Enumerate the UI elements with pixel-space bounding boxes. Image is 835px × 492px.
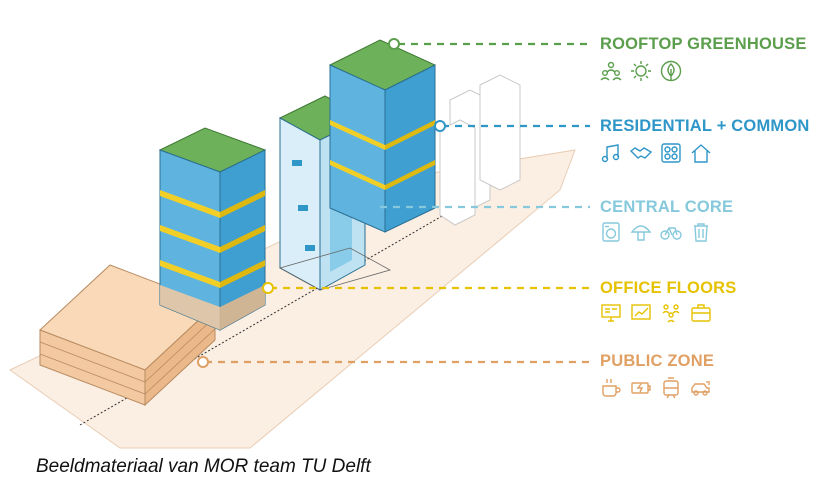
right-tower xyxy=(328,39,437,233)
battery-icon xyxy=(631,382,651,394)
stove-icon xyxy=(661,143,681,163)
ghost-buildings xyxy=(439,74,521,226)
meeting-people-icon xyxy=(662,304,680,323)
coffee-cup-icon xyxy=(602,379,621,397)
core-icons xyxy=(600,221,712,243)
leaf-icon xyxy=(660,60,682,82)
level-label-central-core: CENTRAL CORE xyxy=(600,198,734,216)
chart-board-icon xyxy=(631,304,651,320)
trash-bin-icon xyxy=(694,223,708,242)
washing-machine-icon xyxy=(602,222,620,242)
leader-dots xyxy=(197,38,446,368)
office-icons xyxy=(600,302,712,324)
electric-car-icon xyxy=(691,381,710,396)
house-icon xyxy=(691,144,711,163)
sun-icon xyxy=(631,61,651,81)
public-icons xyxy=(600,377,712,399)
site-axis-line xyxy=(79,199,471,426)
briefcase-icon xyxy=(691,304,711,322)
level-label-residential-common: RESIDENTIAL + COMMON xyxy=(600,117,810,135)
music-note-icon xyxy=(601,144,620,163)
level-label-rooftop-greenhouse: ROOFTOP GREENHOUSE xyxy=(600,35,807,53)
mushroom-icon xyxy=(630,225,652,241)
leader-lines xyxy=(205,42,590,364)
tram-icon xyxy=(663,377,679,399)
bicycle-icon xyxy=(660,227,682,240)
left-tower xyxy=(158,127,267,331)
level-label-public-zone: PUBLIC ZONE xyxy=(600,352,715,370)
rooftop-icons xyxy=(600,60,682,82)
people-group-icon xyxy=(600,61,622,81)
residential-icons xyxy=(600,142,712,164)
level-label-office-floors: OFFICE FLOORS xyxy=(600,279,737,297)
handshake-icon xyxy=(630,147,652,159)
computer-screen-icon xyxy=(601,304,621,322)
image-caption: Beeldmateriaal van MOR team TU Delft xyxy=(36,456,371,477)
